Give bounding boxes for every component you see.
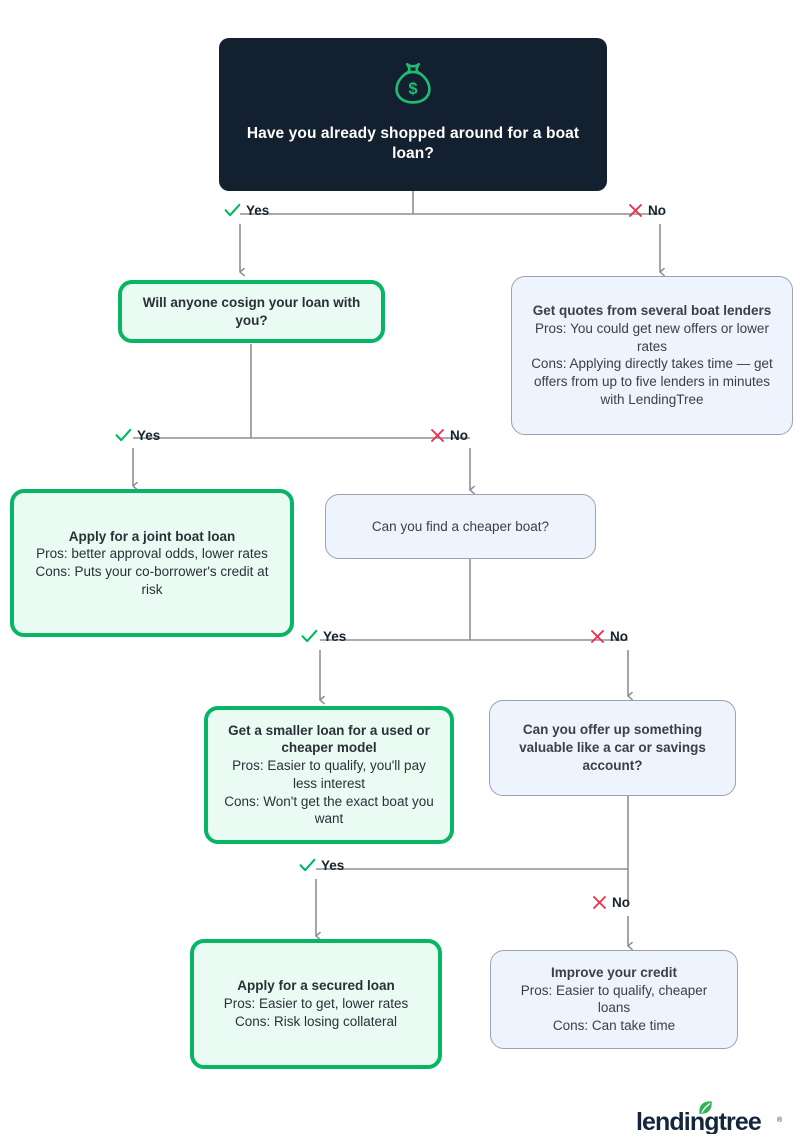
lendingtree-logo: lendingtree ® bbox=[636, 1100, 786, 1136]
node-pros: Pros: You could get new offers or lower … bbox=[535, 320, 769, 354]
branch-label-level3-no: No bbox=[590, 629, 628, 644]
node-joint-loan: Apply for a joint boat loan Pros: better… bbox=[10, 489, 294, 637]
root-question-card: $ Have you already shopped around for a … bbox=[219, 38, 607, 191]
node-improve-credit: Improve your credit Pros: Easier to qual… bbox=[490, 950, 738, 1049]
svg-text:$: $ bbox=[408, 80, 417, 98]
node-title: Apply for a secured loan bbox=[237, 978, 395, 994]
node-cons: Cons: Risk losing collateral bbox=[234, 1013, 398, 1029]
branch-label-text: Yes bbox=[321, 858, 345, 873]
branch-label-text: No bbox=[450, 428, 468, 443]
node-text: Will anyone cosign your loan with you? bbox=[142, 294, 361, 328]
node-pros: Pros: Easier to get, lower rates bbox=[223, 995, 409, 1011]
branch-label-text: No bbox=[610, 629, 628, 644]
branch-label-level1-yes: Yes bbox=[224, 203, 269, 218]
node-get-quotes: Get quotes from several boat lenders Pro… bbox=[511, 276, 793, 435]
branch-label-level2-yes: Yes bbox=[115, 428, 160, 443]
branch-label-level2-no: No bbox=[430, 428, 468, 443]
check-icon bbox=[301, 629, 318, 644]
node-text: Can you offer up something valuable like… bbox=[519, 722, 706, 773]
root-question-text: Have you already shopped around for a bo… bbox=[246, 124, 580, 162]
money-bag-icon: $ bbox=[392, 61, 434, 110]
node-cheaper-boat-question: Can you find a cheaper boat? bbox=[325, 494, 596, 559]
node-pros: Pros: better approval odds, lower rates bbox=[36, 546, 268, 562]
branch-label-text: No bbox=[612, 895, 630, 910]
branch-label-text: No bbox=[648, 203, 666, 218]
node-title: Get quotes from several boat lenders bbox=[532, 303, 772, 319]
logo-trademark: ® bbox=[777, 1116, 783, 1124]
node-secured-loan: Apply for a secured loan Pros: Easier to… bbox=[190, 939, 442, 1069]
node-collateral-question: Can you offer up something valuable like… bbox=[489, 700, 736, 796]
branch-label-text: Yes bbox=[323, 629, 347, 644]
node-title: Get a smaller loan for a used or cheaper… bbox=[228, 722, 430, 756]
branch-label-text: Yes bbox=[246, 203, 270, 218]
node-smaller-loan: Get a smaller loan for a used or cheaper… bbox=[204, 706, 454, 844]
check-icon bbox=[115, 428, 132, 443]
node-cosign-question: Will anyone cosign your loan with you? bbox=[118, 280, 385, 343]
branch-label-level3-yes: Yes bbox=[301, 629, 346, 644]
node-cons: Cons: Puts your co-borrower's credit at … bbox=[35, 563, 269, 597]
cross-icon bbox=[592, 895, 607, 910]
check-icon bbox=[224, 203, 241, 218]
branch-label-level4-yes: Yes bbox=[299, 858, 344, 873]
node-pros: Pros: Easier to qualify, cheaper loans bbox=[520, 982, 708, 1016]
logo-wordmark: lendingtree bbox=[636, 1108, 762, 1134]
cross-icon bbox=[590, 629, 605, 644]
node-cons: Cons: Applying directly takes time — get… bbox=[531, 356, 773, 407]
node-pros: Pros: Easier to qualify, you'll pay less… bbox=[232, 757, 426, 791]
cross-icon bbox=[430, 428, 445, 443]
cross-icon bbox=[628, 203, 643, 218]
branch-label-text: Yes bbox=[137, 428, 161, 443]
branch-label-level1-no: No bbox=[628, 203, 666, 218]
node-cons: Cons: Won't get the exact boat you want bbox=[224, 793, 434, 827]
check-icon bbox=[299, 858, 316, 873]
node-title: Apply for a joint boat loan bbox=[68, 528, 236, 544]
branch-label-level4-no: No bbox=[592, 895, 630, 910]
node-title: Improve your credit bbox=[550, 965, 678, 980]
node-text: Can you find a cheaper boat? bbox=[371, 518, 550, 534]
node-cons: Cons: Can take time bbox=[552, 1018, 676, 1034]
